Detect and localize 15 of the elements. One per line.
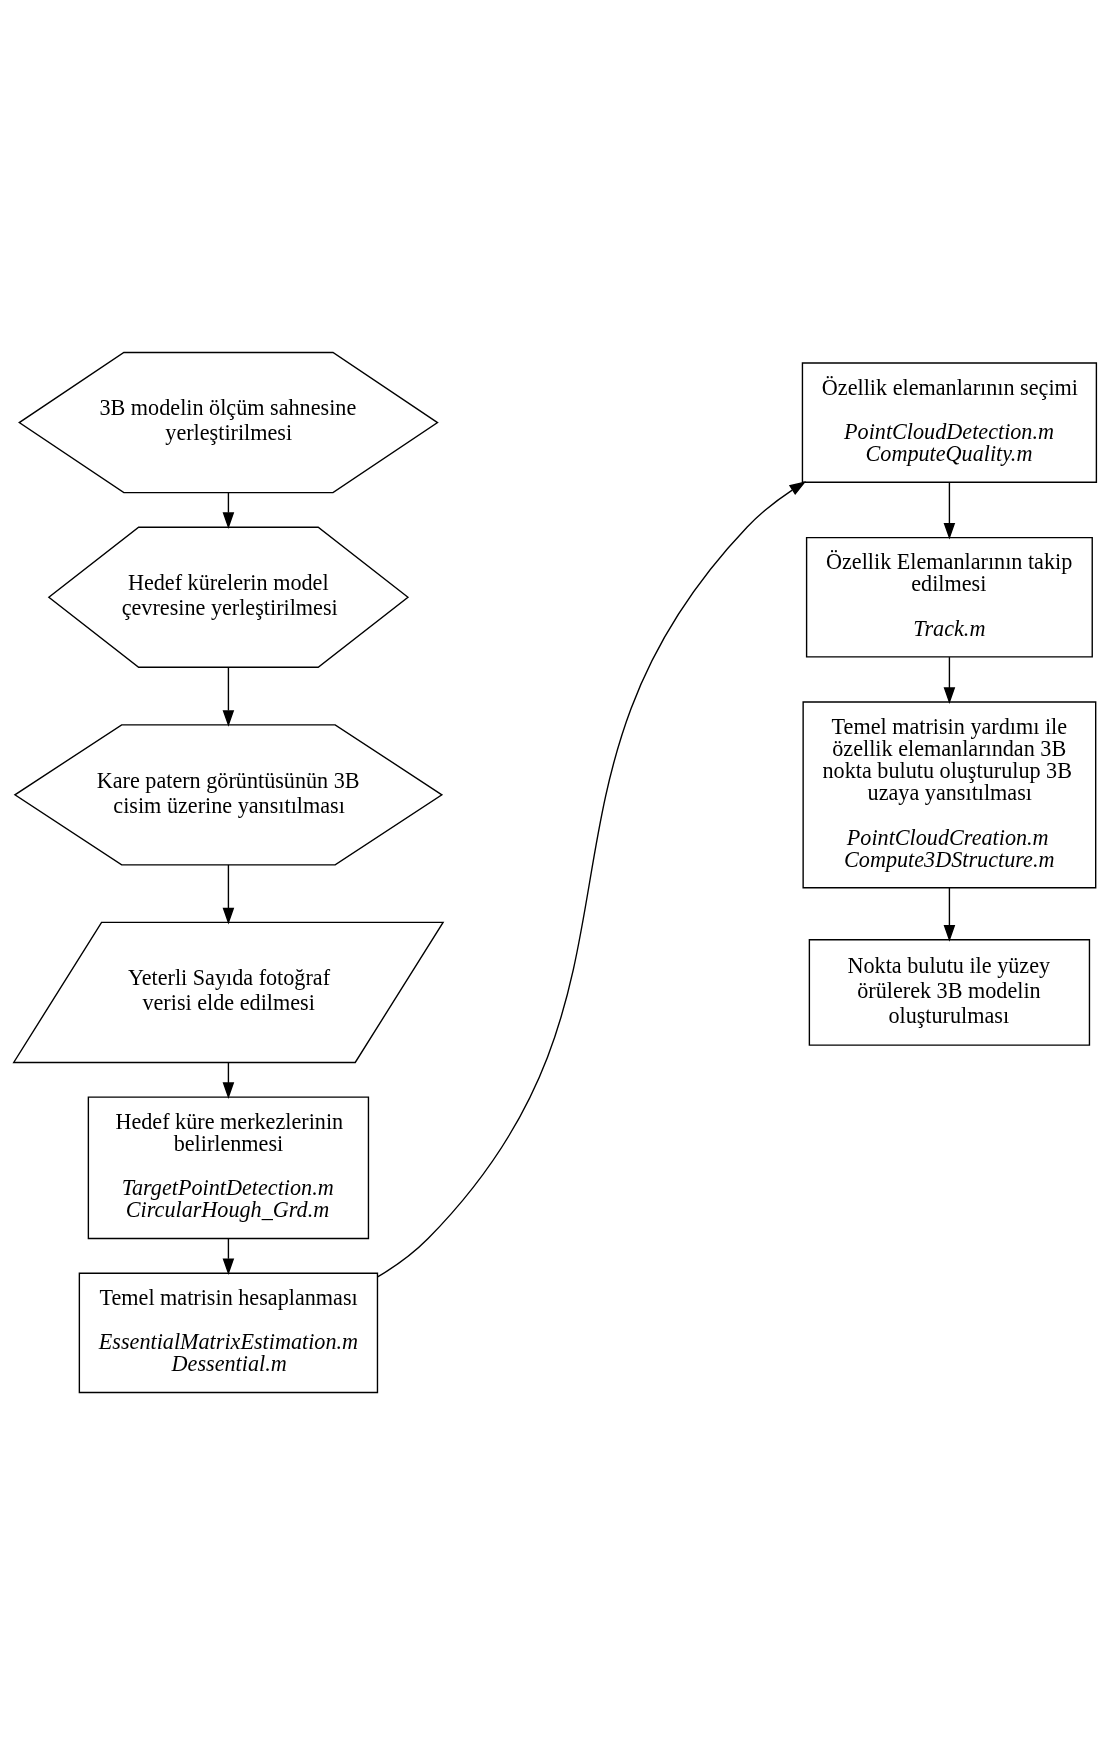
arrow [222, 666, 235, 727]
node-box: Temel matrisin hesaplanması EssentialMatrixEstimation.m Dessential.m [78, 1272, 379, 1394]
arrow [222, 1061, 235, 1099]
arrow [943, 656, 956, 704]
arrow [222, 1238, 235, 1276]
node-box: Özellik elemanlarının seçimi PointCloudDetection.m ComputeQuality.m [801, 362, 1098, 483]
arrow [222, 864, 235, 925]
arrow [943, 481, 956, 540]
arrow [376, 481, 807, 1278]
node-box: Özellik Elemanlarının takip edilmesi Track.m [805, 536, 1093, 658]
arrow [222, 492, 235, 530]
node-box: Temel matrisin yardımı ile özellik elemanlarından 3B nokta bulutu oluşturulup 3B uzaya yansıtılması PointCloudCreation.m Compute3DStructure.m [802, 701, 1097, 889]
node-box: Nokta bulutu ile yüzey örülerek 3B modelin oluşturulması [808, 939, 1091, 1046]
arrow [943, 887, 956, 942]
node-box: Hedef küre merkezlerinin belirlenmesi TargetPointDetection.m CircularHough_Grd.m [87, 1096, 370, 1240]
